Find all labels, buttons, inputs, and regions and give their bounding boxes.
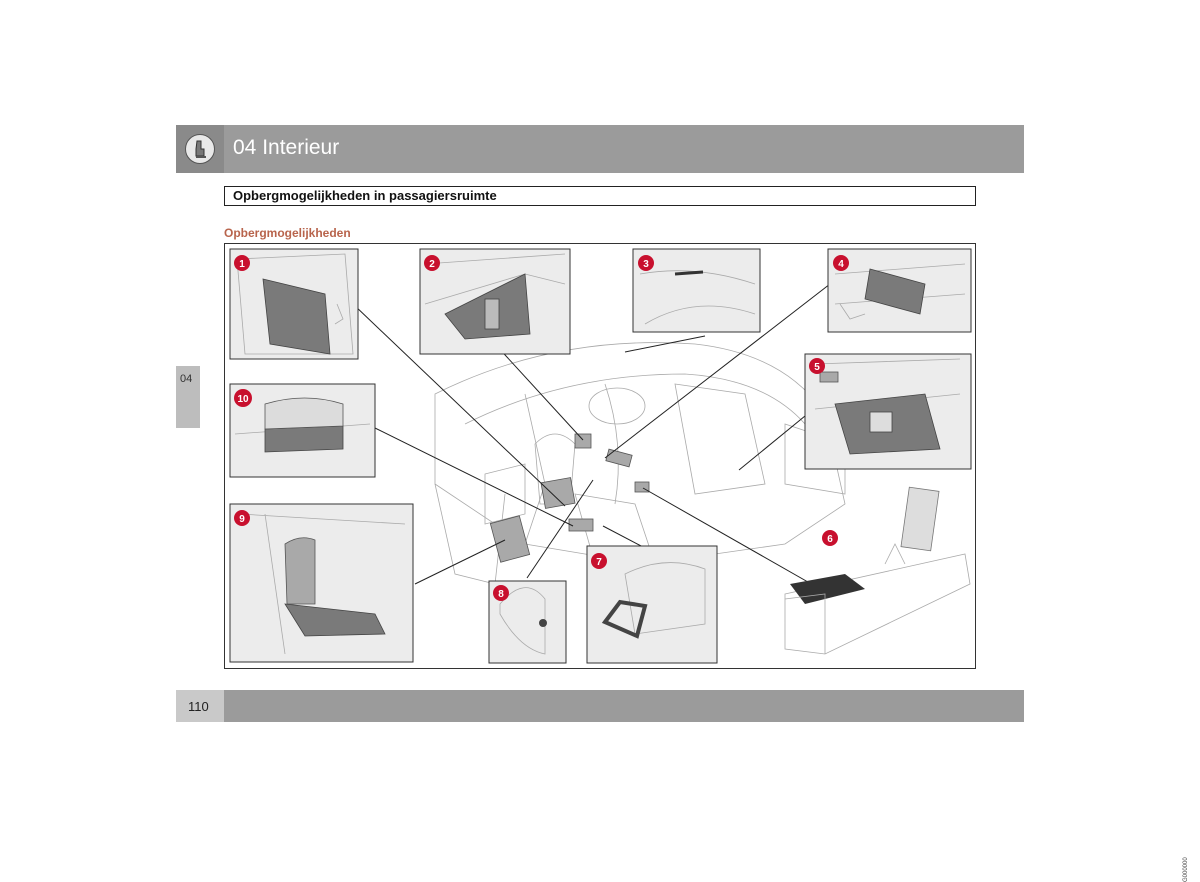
detail-panel-10 bbox=[229, 383, 376, 478]
callout-marker-3: 3 bbox=[638, 255, 654, 271]
callout-marker-7: 7 bbox=[591, 553, 607, 569]
callout-marker-10: 10 bbox=[234, 389, 252, 407]
seat-icon bbox=[185, 134, 215, 164]
detail-panel-1 bbox=[229, 248, 359, 360]
page-number: 110 bbox=[188, 699, 209, 714]
detail-panel-9 bbox=[229, 503, 414, 663]
callout-marker-5: 5 bbox=[809, 358, 825, 374]
callout-markers: 1 2 3 4 5 6 7 8 9 10 bbox=[234, 255, 849, 601]
detail-panel-7 bbox=[586, 545, 718, 664]
callout-label-6: 6 bbox=[827, 534, 833, 545]
callout-label-5: 5 bbox=[814, 362, 820, 373]
callout-marker-9: 9 bbox=[234, 510, 250, 526]
chapter-header bbox=[176, 125, 1024, 173]
detail-panel-2 bbox=[419, 248, 571, 355]
detail-panel-6 bbox=[784, 486, 971, 655]
callout-label-10: 10 bbox=[237, 394, 249, 405]
detail-panel-5 bbox=[804, 353, 972, 470]
side-tab-label: 04 bbox=[180, 373, 193, 385]
callout-label-3: 3 bbox=[643, 259, 649, 270]
chapter-icon-box bbox=[176, 125, 224, 173]
page-number-box: 110 bbox=[176, 690, 224, 722]
callout-label-7: 7 bbox=[596, 557, 602, 568]
detail-panel-3 bbox=[632, 248, 761, 333]
storage-illustration: .panel { fill:#ececec; stroke:#333; stro… bbox=[224, 243, 1189, 882]
callout-marker-8: 8 bbox=[493, 585, 509, 601]
callout-label-8: 8 bbox=[498, 589, 504, 600]
chapter-title: 04 Interieur bbox=[233, 136, 340, 159]
callout-marker-6: 6 bbox=[822, 530, 838, 546]
illustration-svg: .panel { fill:#ececec; stroke:#333; stro… bbox=[229, 248, 972, 664]
detail-panel-4 bbox=[827, 248, 972, 333]
leader-lines bbox=[352, 283, 831, 595]
figure-code: G000000 bbox=[1183, 857, 1189, 882]
callout-label-2: 2 bbox=[429, 259, 435, 270]
chapter-side-tab[interactable]: 04 bbox=[176, 366, 200, 428]
callout-label-4: 4 bbox=[838, 259, 844, 270]
footer-bar bbox=[224, 690, 1024, 722]
callout-label-9: 9 bbox=[239, 514, 245, 525]
callout-marker-2: 2 bbox=[424, 255, 440, 271]
section-title: Opbergmogelijkheden in passagiersruimte bbox=[233, 188, 497, 203]
callout-marker-1: 1 bbox=[234, 255, 250, 271]
callout-label-1: 1 bbox=[239, 259, 245, 270]
figure-subheading: Opbergmogelijkheden bbox=[224, 226, 351, 240]
callout-marker-4: 4 bbox=[833, 255, 849, 271]
section-title-box: Opbergmogelijkheden in passagiersruimte bbox=[224, 186, 976, 206]
